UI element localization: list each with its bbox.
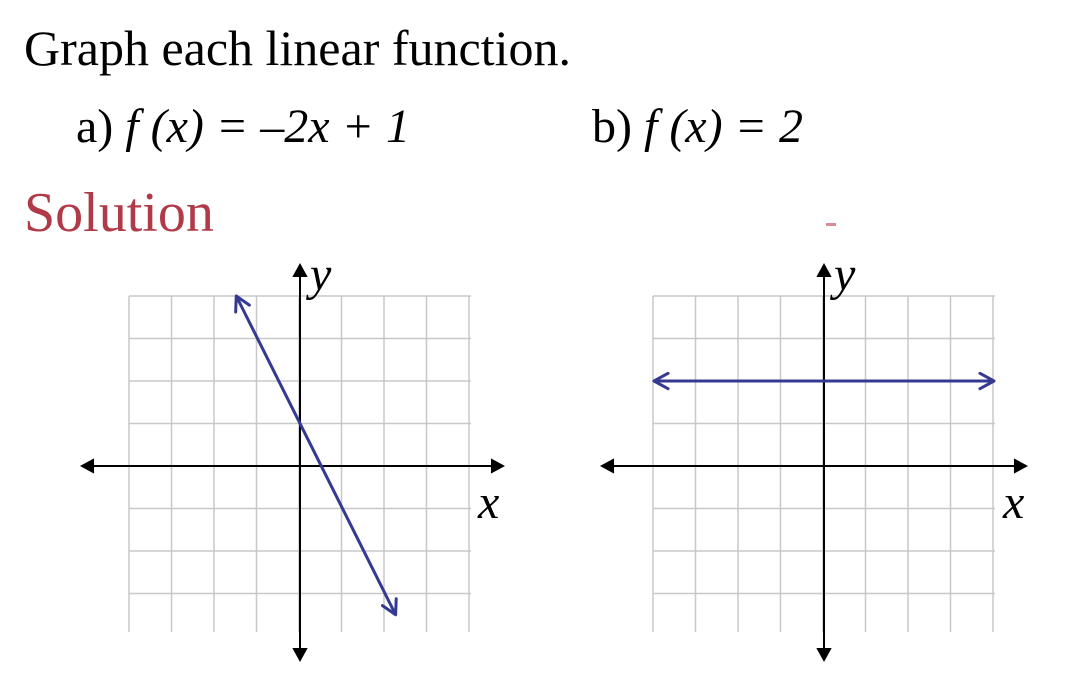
graph-a-function-arrow-start [234,294,251,314]
part-b: b) f (x) = 2 [592,98,803,156]
solution-heading: Solution [24,182,214,244]
part-b-expression: f (x) = 2 [643,100,803,153]
part-a-expression: f (x) = –2x + 1 [125,100,410,153]
graph-a-x-axis-arrow-right [490,458,505,474]
part-b-label: b) [592,100,632,153]
graph-a-function-line [234,295,397,616]
graph-a-y-axis-label: y [305,248,332,301]
problem-title: Graph each linear function. [24,20,571,76]
stray-mark [826,223,836,226]
graph-b-y-axis-arrow-down [816,647,832,662]
graph-b-x-axis-arrow-left [600,458,615,474]
graph-b-function-arrow-start [652,371,670,391]
part-a-label: a) [76,100,114,153]
graph-a-x-axis-label: x [477,476,499,529]
graph-b-function-arrow-end [978,371,996,391]
graph-b-x-axis-label: x [1002,476,1024,529]
graph-b-y-axis-arrow-up [816,263,832,278]
graph-a-y-axis-arrow-down [292,647,308,662]
graph-b-x-axis-arrow-right [1013,458,1028,474]
graph-a-function-arrow-end [380,597,398,617]
graph-a-y-axis-arrow-up [292,263,308,278]
graph-a-x-axis-arrow-left [80,458,95,474]
part-a: a) f (x) = –2x + 1 [76,98,410,156]
graph-b-y-axis-label: y [829,248,856,301]
